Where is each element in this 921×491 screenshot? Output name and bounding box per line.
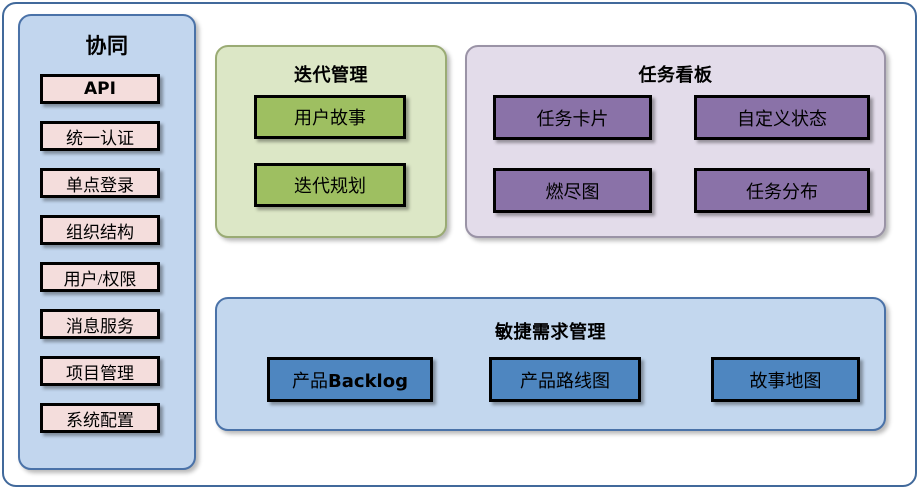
panel-iteration-management-title: 迭代管理 [294, 65, 368, 86]
agile-item-product-backlog-label: 产品Backlog [292, 367, 408, 393]
sidebar-item-unified-auth[interactable]: 统一认证 [40, 121, 160, 151]
agile-item-product-backlog-label-cjk: 产品 [292, 370, 329, 391]
panel-task-board[interactable]: 任务看板 任务卡片 自定义状态 燃尽图 任务分布 [465, 45, 886, 238]
panel-task-board-title: 任务看板 [638, 65, 713, 86]
panel-agile-requirements[interactable]: 敏捷需求管理 产品Backlog 产品路线图 故事地图 [215, 297, 886, 431]
taskboard-item-burndown-chart[interactable]: 燃尽图 [493, 168, 652, 213]
sidebar-item-system-config[interactable]: 系统配置 [40, 403, 160, 433]
taskboard-item-custom-status[interactable]: 自定义状态 [694, 95, 870, 140]
agile-item-product-backlog[interactable]: 产品Backlog [267, 357, 433, 402]
panel-iteration-management[interactable]: 迭代管理 用户故事 迭代规划 [215, 45, 447, 238]
panel-agile-requirements-title: 敏捷需求管理 [495, 322, 606, 343]
panel-collaboration-title: 协同 [85, 34, 129, 58]
sidebar-item-project-management[interactable]: 项目管理 [40, 356, 160, 386]
sidebar-item-user-permission[interactable]: 用户/权限 [40, 262, 160, 292]
sidebar-item-single-sign-on[interactable]: 单点登录 [40, 168, 160, 198]
agile-item-story-map[interactable]: 故事地图 [711, 357, 860, 402]
sidebar-item-org-structure[interactable]: 组织结构 [40, 215, 160, 245]
iteration-item-user-story[interactable]: 用户故事 [254, 95, 406, 139]
panel-collaboration[interactable]: 协同 API 统一认证 单点登录 组织结构 用户/权限 消息服务 项目管理 系统… [18, 14, 196, 470]
sidebar-item-message-service[interactable]: 消息服务 [40, 309, 160, 339]
agile-item-product-roadmap[interactable]: 产品路线图 [489, 357, 641, 402]
taskboard-item-task-card[interactable]: 任务卡片 [493, 95, 652, 140]
agile-item-product-backlog-label-latin: Backlog [328, 370, 408, 392]
iteration-item-iteration-planning[interactable]: 迭代规划 [254, 163, 406, 207]
sidebar-item-api[interactable]: API [40, 74, 160, 104]
taskboard-item-task-distribution[interactable]: 任务分布 [694, 168, 870, 213]
